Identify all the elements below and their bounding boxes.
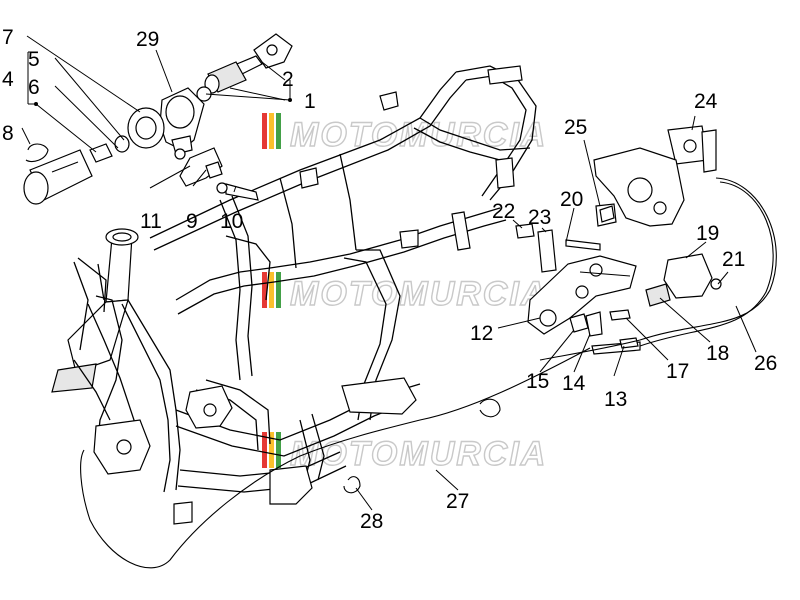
- steering-lock-parts: [23, 33, 293, 205]
- callout-24: 24: [694, 90, 718, 113]
- callout-23: 23: [528, 206, 551, 229]
- callout-2: 2: [282, 68, 294, 91]
- watermark-bottom: MOTOMURCIA: [262, 432, 547, 474]
- leader-lines: [21, 35, 757, 511]
- callout-28: 28: [360, 510, 383, 533]
- callout-9: 9: [186, 210, 198, 233]
- watermark-top: MOTOMURCIA: [262, 113, 547, 155]
- callout-7: 7: [2, 26, 14, 49]
- callout-14: 14: [562, 372, 586, 395]
- callout-15: 15: [526, 370, 549, 393]
- callout-13: 13: [604, 388, 627, 411]
- callout-12: 12: [470, 322, 493, 345]
- callout-5: 5: [28, 48, 40, 71]
- callout-22: 22: [492, 200, 515, 223]
- watermark-text-middle: MOTOMURCIA: [290, 275, 547, 313]
- frame-assembly: [51, 65, 537, 525]
- watermark-middle: MOTOMURCIA: [262, 272, 547, 314]
- callout-10: 10: [220, 210, 243, 233]
- callout-6: 6: [28, 76, 40, 99]
- callout-21: 21: [722, 248, 745, 271]
- callout-4: 4: [2, 68, 14, 91]
- watermark-text-bottom: MOTOMURCIA: [290, 435, 547, 473]
- callout-numbers: 7 29 5 4 6 2 1 8 11 9 10 24 25 20 22 23 …: [2, 26, 777, 533]
- callout-11: 11: [140, 210, 162, 233]
- callout-18: 18: [706, 342, 729, 365]
- callout-25: 25: [564, 116, 587, 139]
- watermark-text-top: MOTOMURCIA: [290, 116, 547, 154]
- callout-17: 17: [666, 360, 689, 383]
- callout-20: 20: [560, 188, 583, 211]
- callout-29: 29: [136, 28, 159, 51]
- callout-26: 26: [754, 352, 777, 375]
- callout-27: 27: [446, 490, 469, 513]
- callout-19: 19: [696, 222, 719, 245]
- seat-latch-parts: [80, 125, 777, 569]
- callout-8: 8: [2, 122, 14, 145]
- callout-1: 1: [304, 90, 316, 113]
